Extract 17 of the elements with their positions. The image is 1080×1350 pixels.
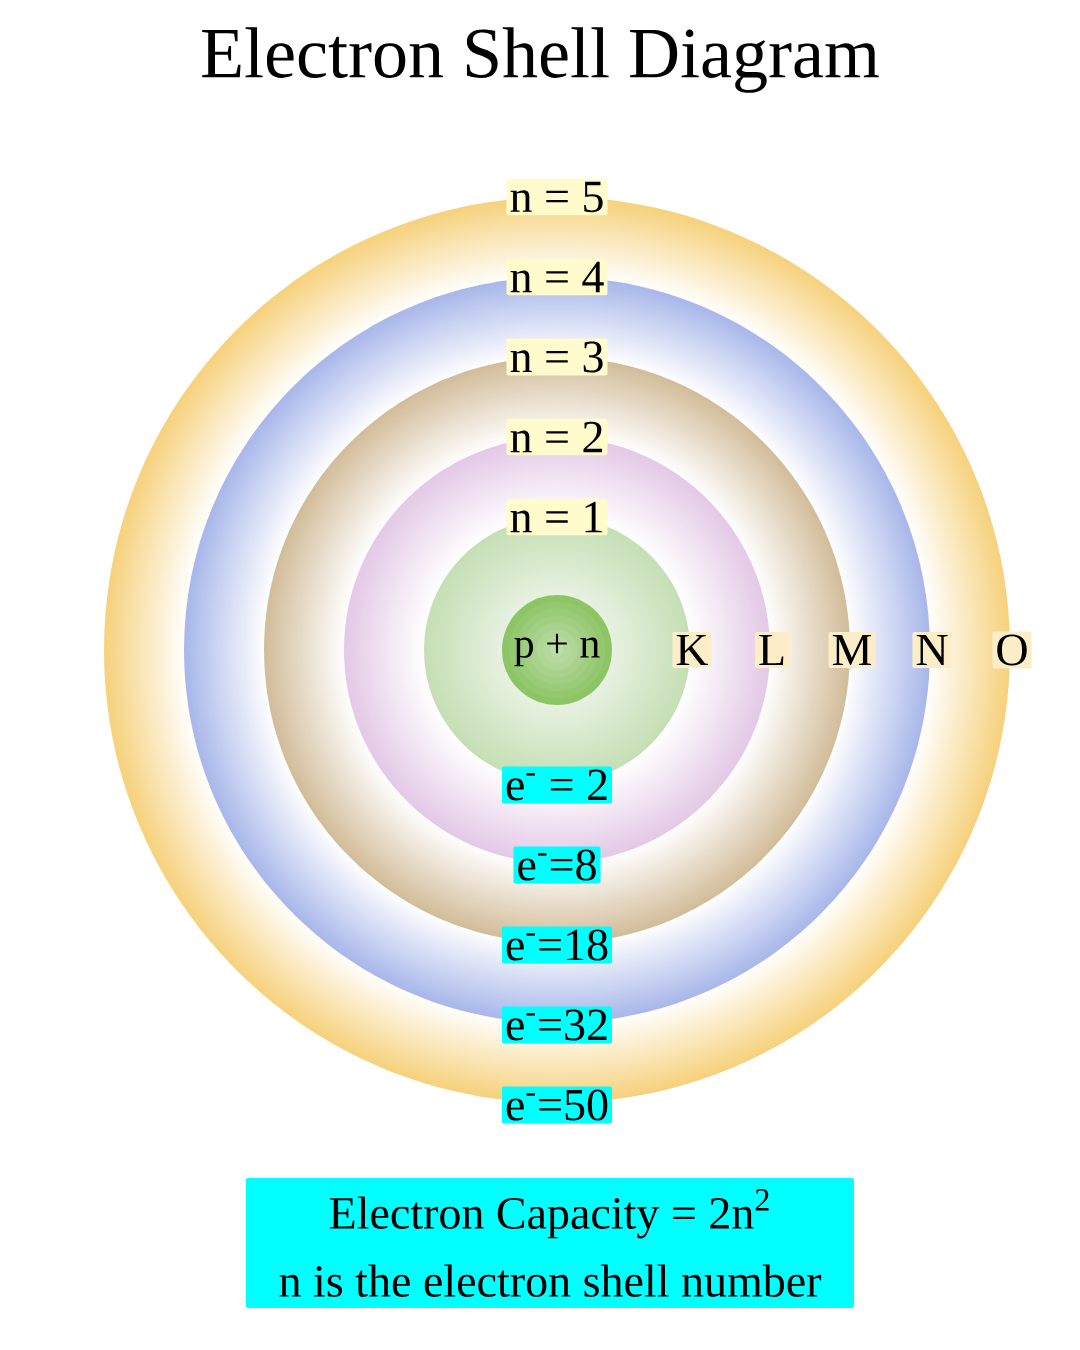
electron-count-label: e$^{-}$=18 — [501, 926, 613, 964]
shell-number-label: n = 4 — [506, 258, 608, 296]
shell-letter-label: N — [912, 631, 952, 669]
shell-letter-label: M — [828, 631, 876, 669]
formula-box: Electron Capacity = 2n$^{2}$ n is the electron shell number — [246, 1178, 854, 1308]
electron-count-label: e$^{-}$=50 — [501, 1086, 613, 1124]
shell-number-label: n = 1 — [506, 498, 608, 536]
electron-count-label: e$^{-}$=32 — [501, 1006, 613, 1044]
shell-letter-label: K — [672, 631, 712, 669]
title: Electron Shell Diagram — [202, 27, 879, 93]
shell-letter-label: O — [992, 631, 1032, 669]
shell-number-label: n = 5 — [506, 178, 608, 216]
shell-number-label: n = 2 — [506, 418, 608, 456]
shell-number-label: n = 3 — [506, 338, 608, 376]
electron-count-label: e$^{-}$ = 2 — [501, 766, 613, 804]
nucleus-label: p + n — [514, 633, 600, 667]
electron-count-label: e$^{-}$=8 — [513, 846, 601, 884]
